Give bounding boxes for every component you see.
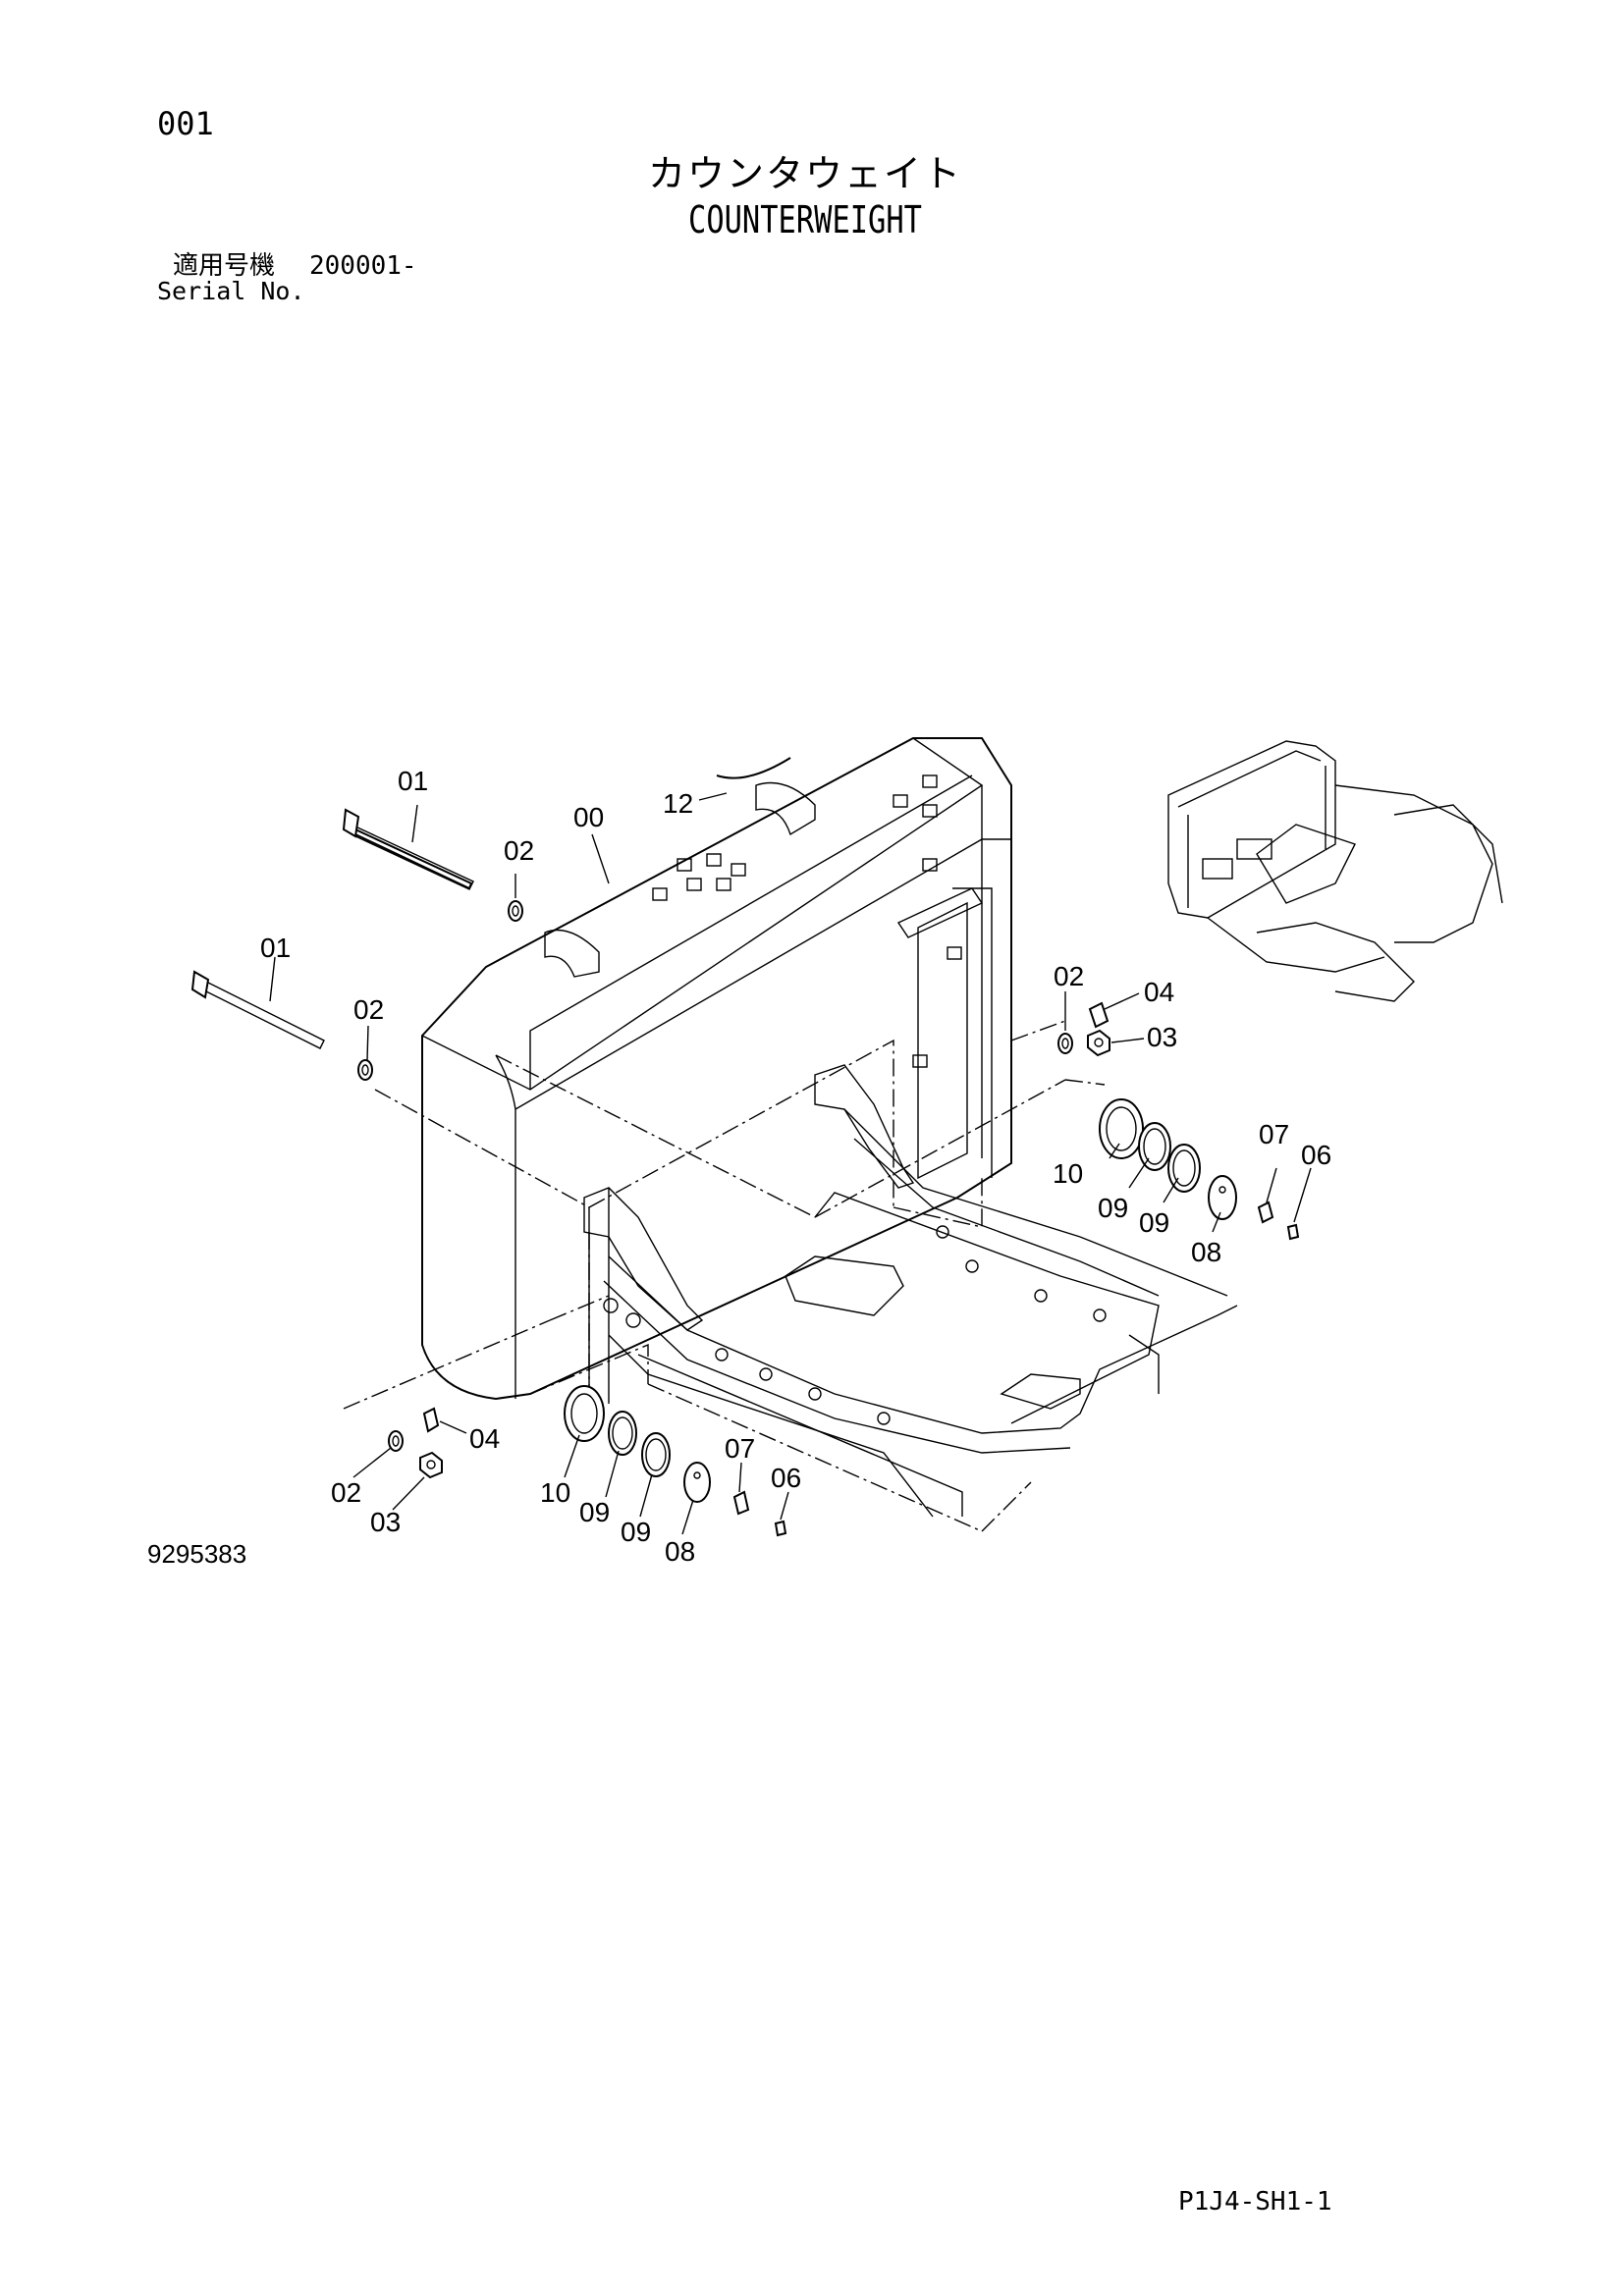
plate-08-right (1208, 1175, 1237, 1220)
bolt-06-bottom (774, 1520, 787, 1537)
callout-labels: 00 01 01 02 02 02 02 03 03 04 04 06 06 0… (260, 766, 1331, 1567)
callout-00: 00 (573, 802, 604, 832)
shim-10-bottom (564, 1385, 605, 1442)
callout-06-right: 06 (1301, 1140, 1331, 1170)
callout-08-bottom: 08 (665, 1536, 695, 1567)
callout-01-upper: 01 (398, 766, 428, 796)
serial-label-japanese: 適用号機 (173, 251, 276, 281)
washer-02-bottom (388, 1430, 404, 1452)
plate-04-bottom (422, 1407, 440, 1433)
construction-lines (343, 1020, 1106, 1532)
bolt-lower (190, 970, 325, 1049)
shim-09a-bottom (608, 1411, 637, 1456)
nut-03-bottom (419, 1451, 443, 1479)
callout-04-right: 04 (1144, 977, 1174, 1007)
leader-lines (269, 792, 1312, 1535)
title-english: COUNTERWEIGHT (688, 198, 922, 241)
callout-09-bottom-b: 09 (621, 1517, 651, 1547)
plate-08-bottom (683, 1462, 711, 1503)
callout-12: 12 (663, 788, 693, 819)
washer-02-left (357, 1059, 373, 1081)
callout-03-right: 03 (1147, 1022, 1177, 1052)
callout-07-bottom: 07 (725, 1433, 755, 1464)
callout-10-right: 10 (1053, 1158, 1083, 1189)
callout-06-bottom: 06 (771, 1463, 801, 1493)
serial-value: 200001- (309, 251, 417, 281)
shim-10-right (1099, 1098, 1144, 1159)
washer-02-upper (508, 900, 523, 922)
bolt-upper (342, 808, 474, 890)
callout-09-right-a: 09 (1098, 1193, 1128, 1223)
callout-07-right: 07 (1259, 1119, 1289, 1149)
callout-02-right: 02 (1054, 961, 1084, 991)
callout-04-bottom: 04 (469, 1423, 500, 1454)
lock-07-right (1257, 1201, 1274, 1224)
page-number: 001 (157, 105, 214, 142)
shim-09a-right (1138, 1122, 1171, 1171)
shim-09b-bottom (641, 1432, 671, 1477)
counterweight-block (421, 737, 1012, 1401)
part-12-cable (716, 757, 791, 779)
page-code: P1J4-SH1-1 (1178, 2187, 1332, 2216)
callout-08-right: 08 (1191, 1237, 1221, 1267)
callout-09-bottom-a: 09 (579, 1497, 610, 1527)
nut-03-right (1087, 1029, 1110, 1057)
shim-09b-right (1167, 1144, 1201, 1193)
callout-09-right-b: 09 (1139, 1207, 1169, 1238)
title-japanese: カウンタウェイト (647, 152, 962, 195)
callout-03-bottom: 03 (370, 1507, 401, 1537)
callout-02-upper: 02 (504, 835, 534, 866)
bolt-06-right (1286, 1223, 1300, 1241)
plate-04-right (1088, 1001, 1110, 1029)
callout-01-lower: 01 (260, 933, 291, 963)
callout-02-bottom: 02 (331, 1477, 361, 1508)
serial-label-english: Serial No. (157, 277, 305, 305)
washer-02-right (1057, 1033, 1073, 1054)
machine-thumbnail (1167, 740, 1503, 1002)
lock-07-bottom (732, 1490, 750, 1516)
callout-10-bottom: 10 (540, 1477, 570, 1508)
callout-02-left: 02 (353, 994, 384, 1025)
drawing-number: 9295383 (147, 1539, 247, 1569)
